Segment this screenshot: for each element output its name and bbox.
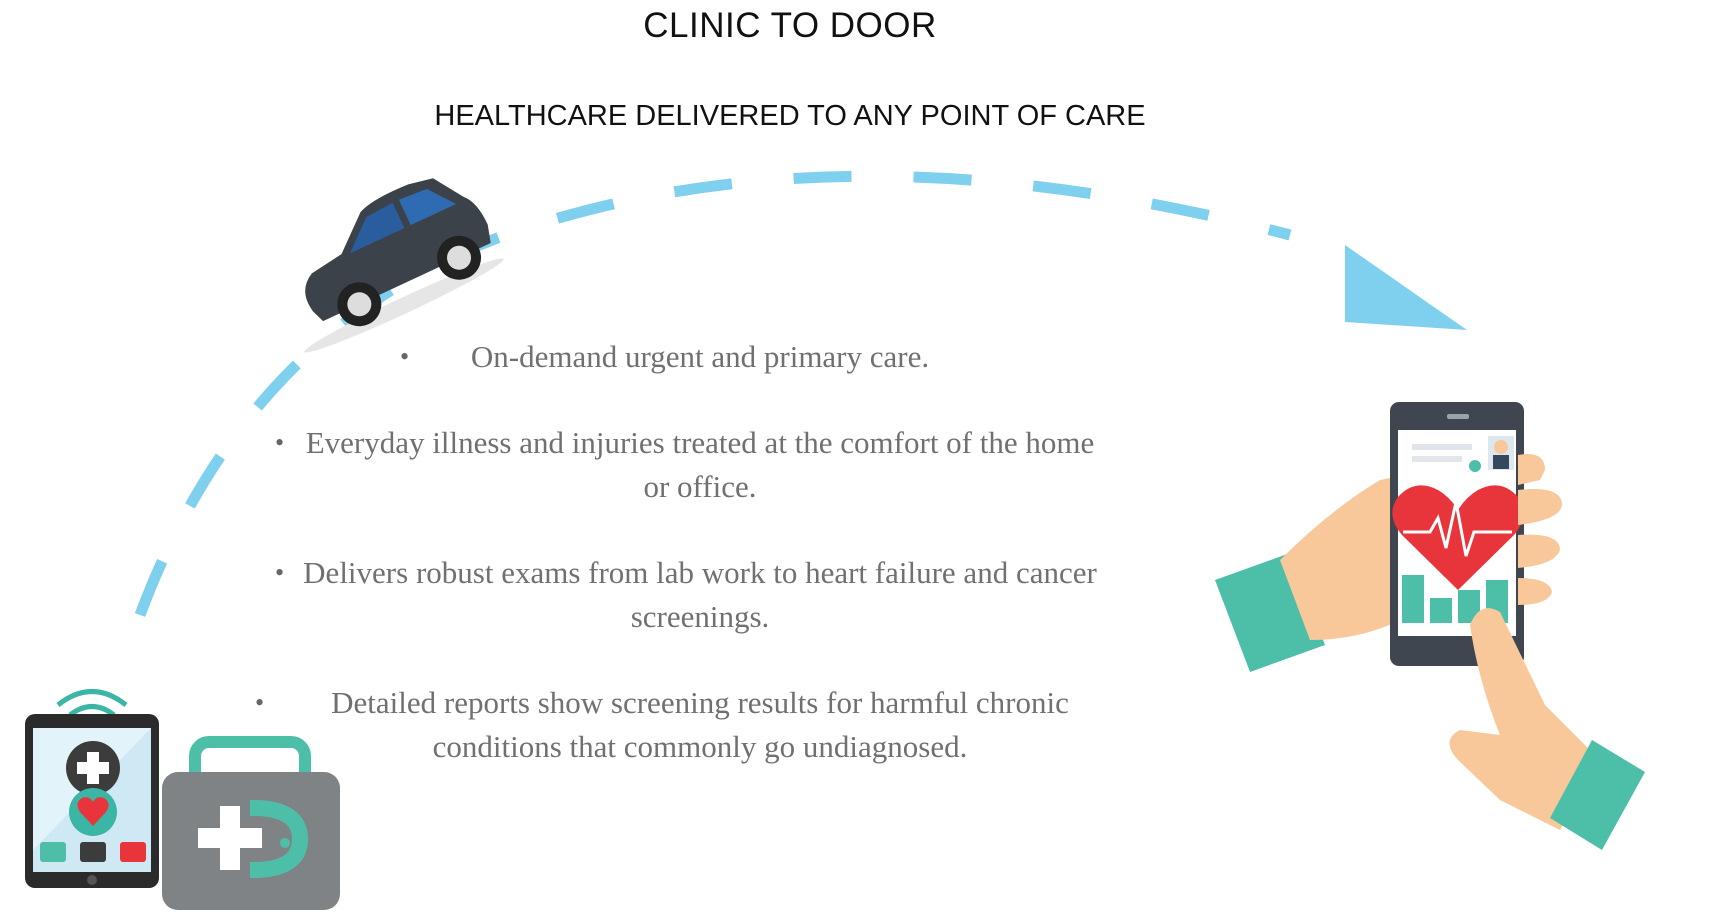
bullet-icon: • [275, 428, 285, 457]
bullet-icon: • [275, 558, 285, 587]
dashed-arc [134, 170, 1292, 617]
list-item: • On-demand urgent and primary care. [230, 335, 1120, 379]
bullet-icon: • [400, 342, 410, 371]
bullet-text: Delivers robust exams from lab work to h… [303, 555, 1097, 634]
feature-list: • On-demand urgent and primary care. • E… [230, 335, 1120, 769]
car-icon [304, 178, 504, 353]
medical-kit-icon [162, 736, 340, 910]
bullet-text: On-demand urgent and primary care. [470, 339, 930, 374]
bullet-text: Detailed reports show screening results … [331, 685, 1069, 764]
bullet-text: Everyday illness and injuries treated at… [305, 425, 1095, 504]
bullet-icon: • [255, 688, 265, 717]
medical-tablet-icon [25, 689, 159, 888]
list-item: • Detailed reports show screening result… [230, 681, 1120, 769]
arrow-head-icon [1345, 245, 1467, 330]
list-item: • Everyday illness and injuries treated … [230, 421, 1120, 509]
phone-heart-icon [1215, 402, 1645, 850]
page-title: CLINIC TO DOOR [643, 6, 937, 45]
page-subtitle: HEALTHCARE DELIVERED TO ANY POINT OF CAR… [434, 100, 1146, 132]
list-item: • Delivers robust exams from lab work to… [230, 551, 1120, 639]
